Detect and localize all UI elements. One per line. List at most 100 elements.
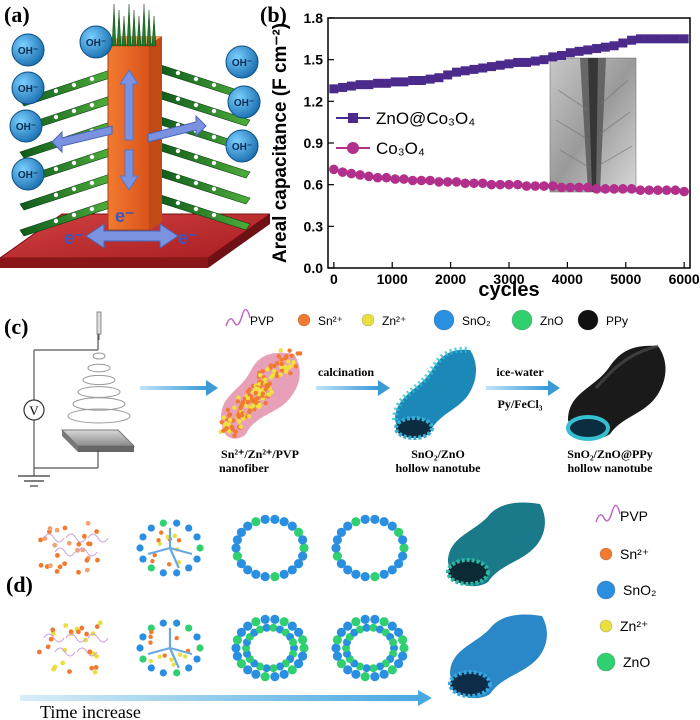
series-2-point — [434, 177, 444, 187]
ion-dot — [267, 381, 272, 386]
ion-dot — [250, 403, 256, 408]
oxide-particle — [243, 665, 253, 675]
legend-swatch — [577, 309, 599, 331]
ion-dot — [266, 392, 272, 397]
series-1-point — [644, 34, 654, 44]
oxide-particle — [343, 565, 353, 575]
surface-dot — [193, 76, 199, 82]
series-1-point — [635, 34, 645, 44]
legend-swatch — [599, 619, 613, 633]
ion-dot — [232, 405, 237, 410]
hydroxide-ion: OH⁻ — [9, 109, 43, 143]
ion-dot — [245, 399, 250, 405]
oxide-particle — [287, 621, 297, 631]
legend-item: Sn²⁺ — [297, 313, 343, 328]
oxide-particle — [185, 564, 193, 572]
y-axis-ticks: 0.00.30.60.91.21.51.8 — [304, 10, 334, 276]
series-1-point — [600, 42, 610, 52]
oxide-particle — [173, 669, 181, 677]
pvp-chain — [76, 647, 98, 657]
legend-label: ZnO — [540, 314, 563, 328]
ion-dot — [278, 348, 283, 353]
ion-dot — [84, 557, 90, 563]
y-tick-label: 0.0 — [304, 260, 324, 276]
surface-dot — [71, 212, 77, 218]
pvp-chain — [87, 633, 109, 643]
oxide-particle — [375, 662, 384, 671]
ion-dot — [263, 387, 268, 392]
ion-dot — [232, 433, 237, 438]
ion-dot — [79, 625, 85, 631]
surface-dot — [211, 108, 217, 114]
oxide-particle — [251, 617, 261, 627]
spiral-loop — [77, 386, 121, 398]
oxide-particle — [279, 617, 289, 627]
oxide-particle — [287, 665, 297, 675]
time-increase-label: Time increase — [40, 702, 141, 720]
ion-dot — [54, 569, 60, 574]
expansion-arrow — [147, 646, 171, 656]
ion-dot — [257, 381, 262, 387]
spiral-loop — [92, 352, 106, 360]
ion-dot — [47, 563, 53, 569]
top-needle — [126, 3, 132, 47]
oxide-particle — [387, 665, 397, 675]
oxide-particle — [232, 635, 242, 645]
ion-dot — [45, 644, 51, 650]
legend-swatch — [599, 547, 613, 561]
legend-item-series-1: ZnO@Co₃O₄ — [336, 109, 475, 128]
hydroxide-ion: OH⁻ — [11, 33, 45, 67]
svg-text:OH⁻: OH⁻ — [232, 142, 252, 153]
oxide-particle — [262, 623, 271, 632]
legend-item: Sn²⁺ — [599, 546, 649, 562]
fiber-spiral — [67, 352, 131, 424]
series-2-point — [346, 168, 357, 179]
oxide-particle — [256, 625, 265, 634]
oxide-particle — [299, 643, 309, 653]
ion-dot — [57, 564, 63, 570]
nanofiber-illustration — [218, 348, 303, 439]
series-2-point — [583, 182, 593, 193]
ion-dot — [166, 562, 172, 567]
hydroxide-ion: OH⁻ — [11, 71, 45, 105]
ion-dot — [236, 395, 241, 400]
ion-dot — [55, 552, 60, 558]
surface-dot — [71, 160, 77, 166]
panel-a-illustration: OH⁻OH⁻OH⁻OH⁻OH⁻OH⁻OH⁻OH⁻ e⁻ e⁻ e⁻ — [0, 3, 272, 268]
ion-dot — [94, 529, 100, 535]
surface-dot — [211, 186, 217, 192]
ion-dot — [238, 406, 243, 411]
oxide-particle — [336, 627, 346, 637]
ion-dot — [52, 542, 58, 548]
ion-dot — [258, 372, 263, 378]
oxide-particle — [136, 644, 144, 652]
pvp-squiggle-icon — [225, 308, 251, 327]
ion-dot — [62, 525, 68, 531]
surface-dot — [71, 82, 77, 88]
hydroxide-ions: OH⁻OH⁻OH⁻OH⁻OH⁻OH⁻OH⁻OH⁻ — [9, 25, 261, 191]
process-arrow-1 — [140, 380, 218, 396]
ion-dot — [169, 657, 174, 662]
legend-label: PVP — [250, 314, 274, 328]
ion-dot — [260, 391, 266, 396]
oxide-particle — [279, 569, 289, 579]
ion-dot — [263, 400, 268, 406]
series-1-point — [460, 66, 470, 76]
pvp-chain — [43, 533, 65, 543]
oxide-particle — [369, 623, 378, 632]
electrospinning-setup: V — [18, 311, 136, 487]
ion-dot — [271, 368, 277, 374]
series-2-point — [451, 177, 462, 187]
syringe — [96, 311, 102, 335]
oxide-particle — [270, 672, 280, 682]
nanotube-caption-line1: SnO₂/ZnO — [411, 447, 465, 461]
x-tick-label: 5000 — [610, 271, 641, 287]
oxide-particle — [243, 565, 253, 575]
nanowire-branches — [19, 63, 251, 237]
ion-dot — [50, 627, 56, 633]
oxide-particle — [398, 535, 408, 545]
oxide-particle — [251, 517, 261, 527]
growth-stage-1-3 — [231, 514, 309, 582]
top-needle — [151, 15, 157, 47]
